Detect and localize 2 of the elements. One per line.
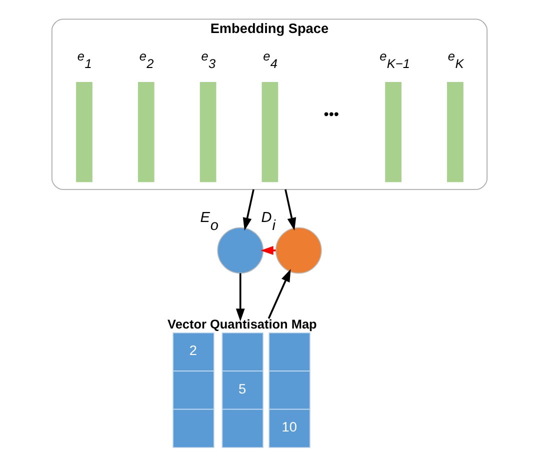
label: ••• — [324, 107, 340, 124]
node-label: Vector Quantisation Map — [168, 316, 317, 332]
